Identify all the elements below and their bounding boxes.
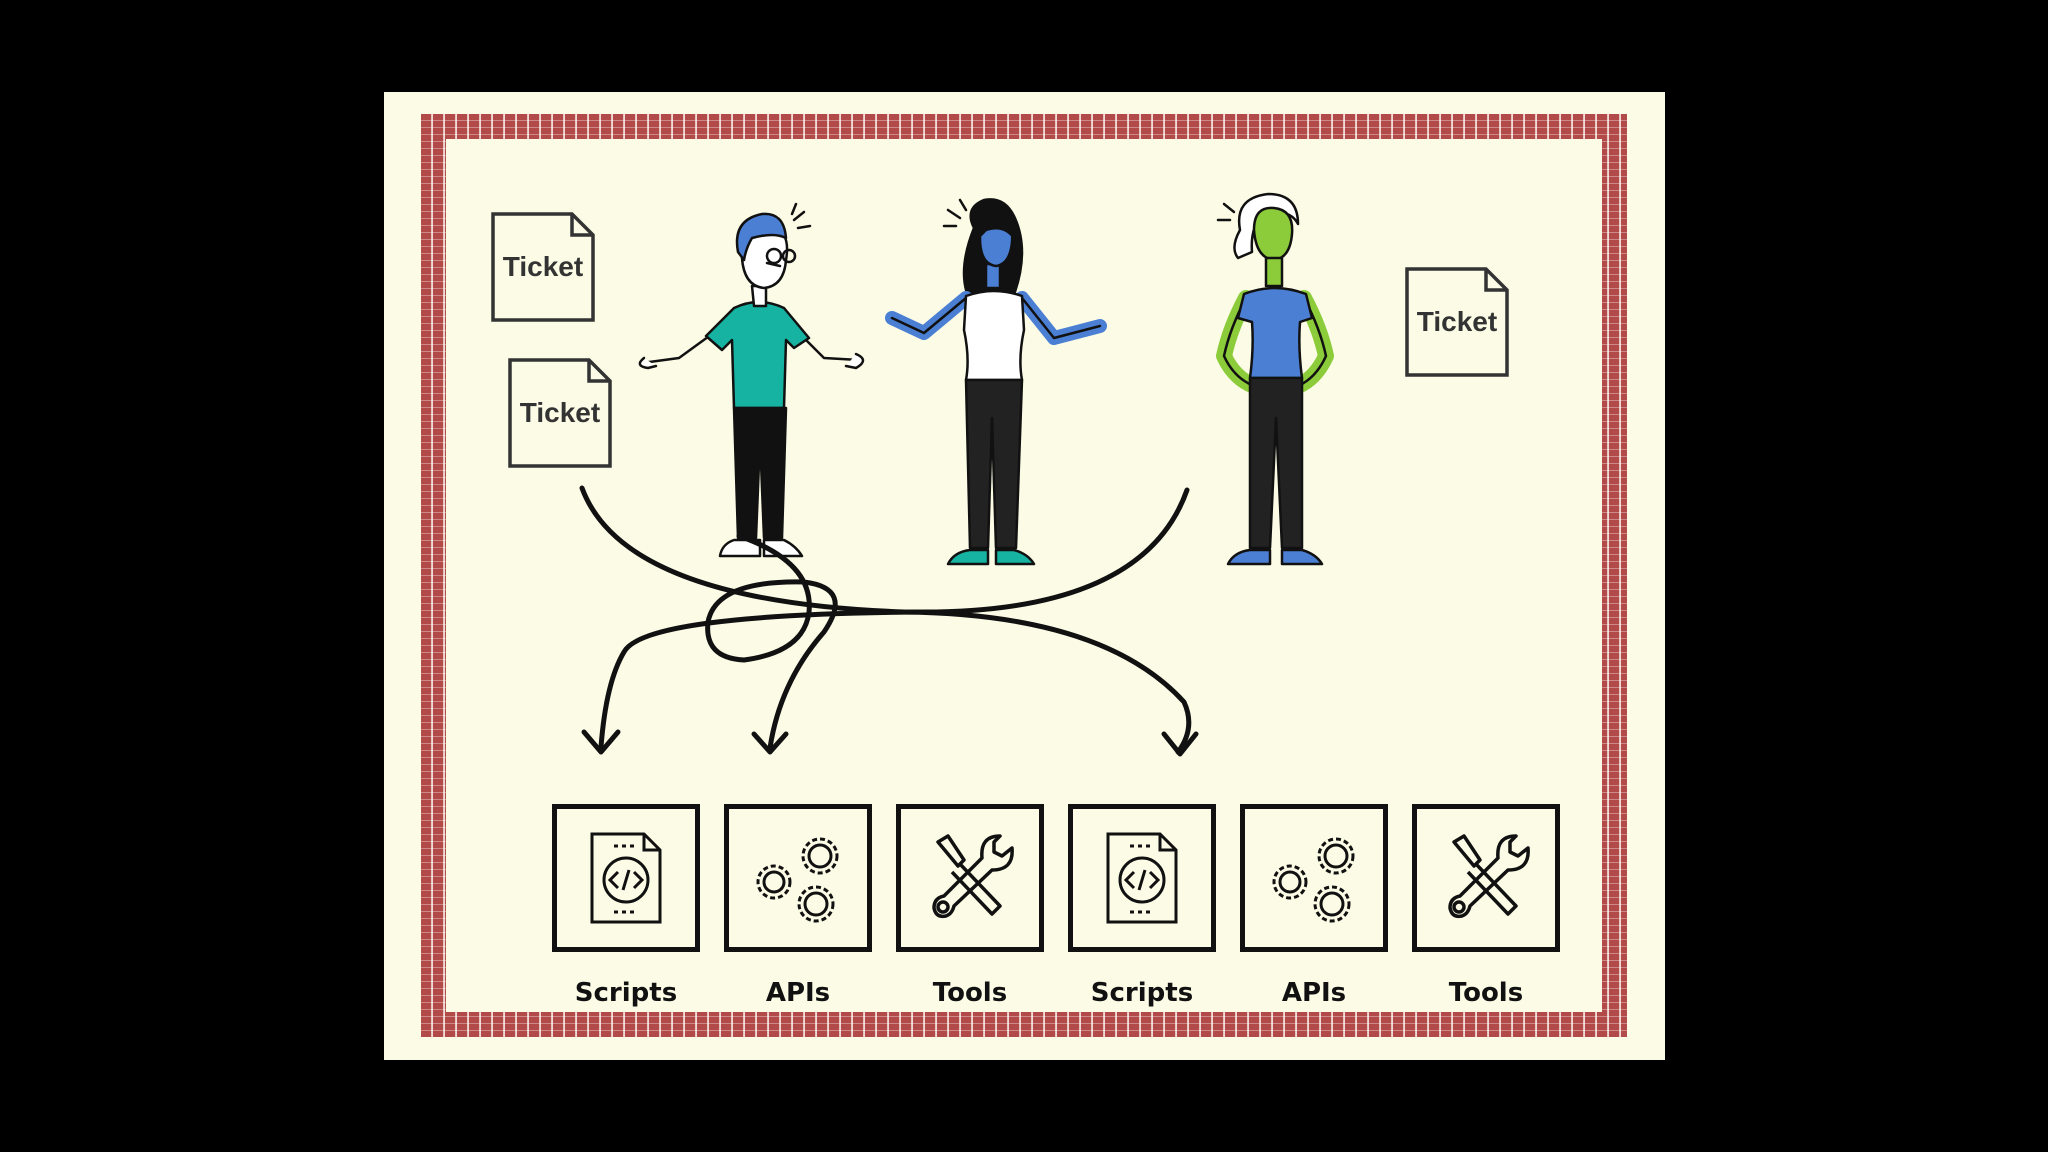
annoyed-woman-illustration — [1216, 192, 1334, 566]
resource-label-apis-2: APIs — [1281, 978, 1347, 1008]
document-icon — [1405, 267, 1509, 377]
resource-box-tools-2 — [1412, 804, 1560, 952]
resource-box-tools-1 — [896, 804, 1044, 952]
resource-label-apis-1: APIs — [765, 978, 831, 1008]
document-icon — [508, 358, 612, 468]
ticket-label: Ticket — [502, 251, 584, 282]
confused-man-illustration — [638, 202, 865, 558]
tools-icon — [932, 834, 1014, 919]
gears-icon — [1272, 837, 1355, 923]
script-file-icon — [1106, 832, 1178, 924]
resource-box-scripts-2 — [1068, 804, 1216, 952]
resource-box-scripts-1 — [552, 804, 700, 952]
slide-canvas: Ticket Ticket Ticket — [384, 92, 1665, 1060]
ticket-label: Ticket — [1416, 306, 1498, 337]
gears-icon — [756, 837, 839, 923]
resource-label-tools-1: Tools — [932, 978, 1008, 1008]
tangled-arrows — [579, 485, 1199, 757]
resource-label-tools-2: Tools — [1448, 978, 1524, 1008]
tools-icon — [1448, 834, 1530, 919]
resource-label-scripts-2: Scripts — [1090, 978, 1194, 1008]
ticket-label: Ticket — [519, 397, 601, 428]
ticket-document-3: Ticket — [1404, 266, 1510, 378]
document-icon — [491, 212, 595, 322]
script-file-icon — [590, 832, 662, 924]
confused-woman-illustration — [885, 198, 1107, 566]
resource-box-apis-2 — [1240, 804, 1388, 952]
ticket-document-1: Ticket — [490, 211, 596, 323]
resource-label-scripts-1: Scripts — [574, 978, 678, 1008]
resource-box-apis-1 — [724, 804, 872, 952]
ticket-document-2: Ticket — [507, 357, 613, 469]
